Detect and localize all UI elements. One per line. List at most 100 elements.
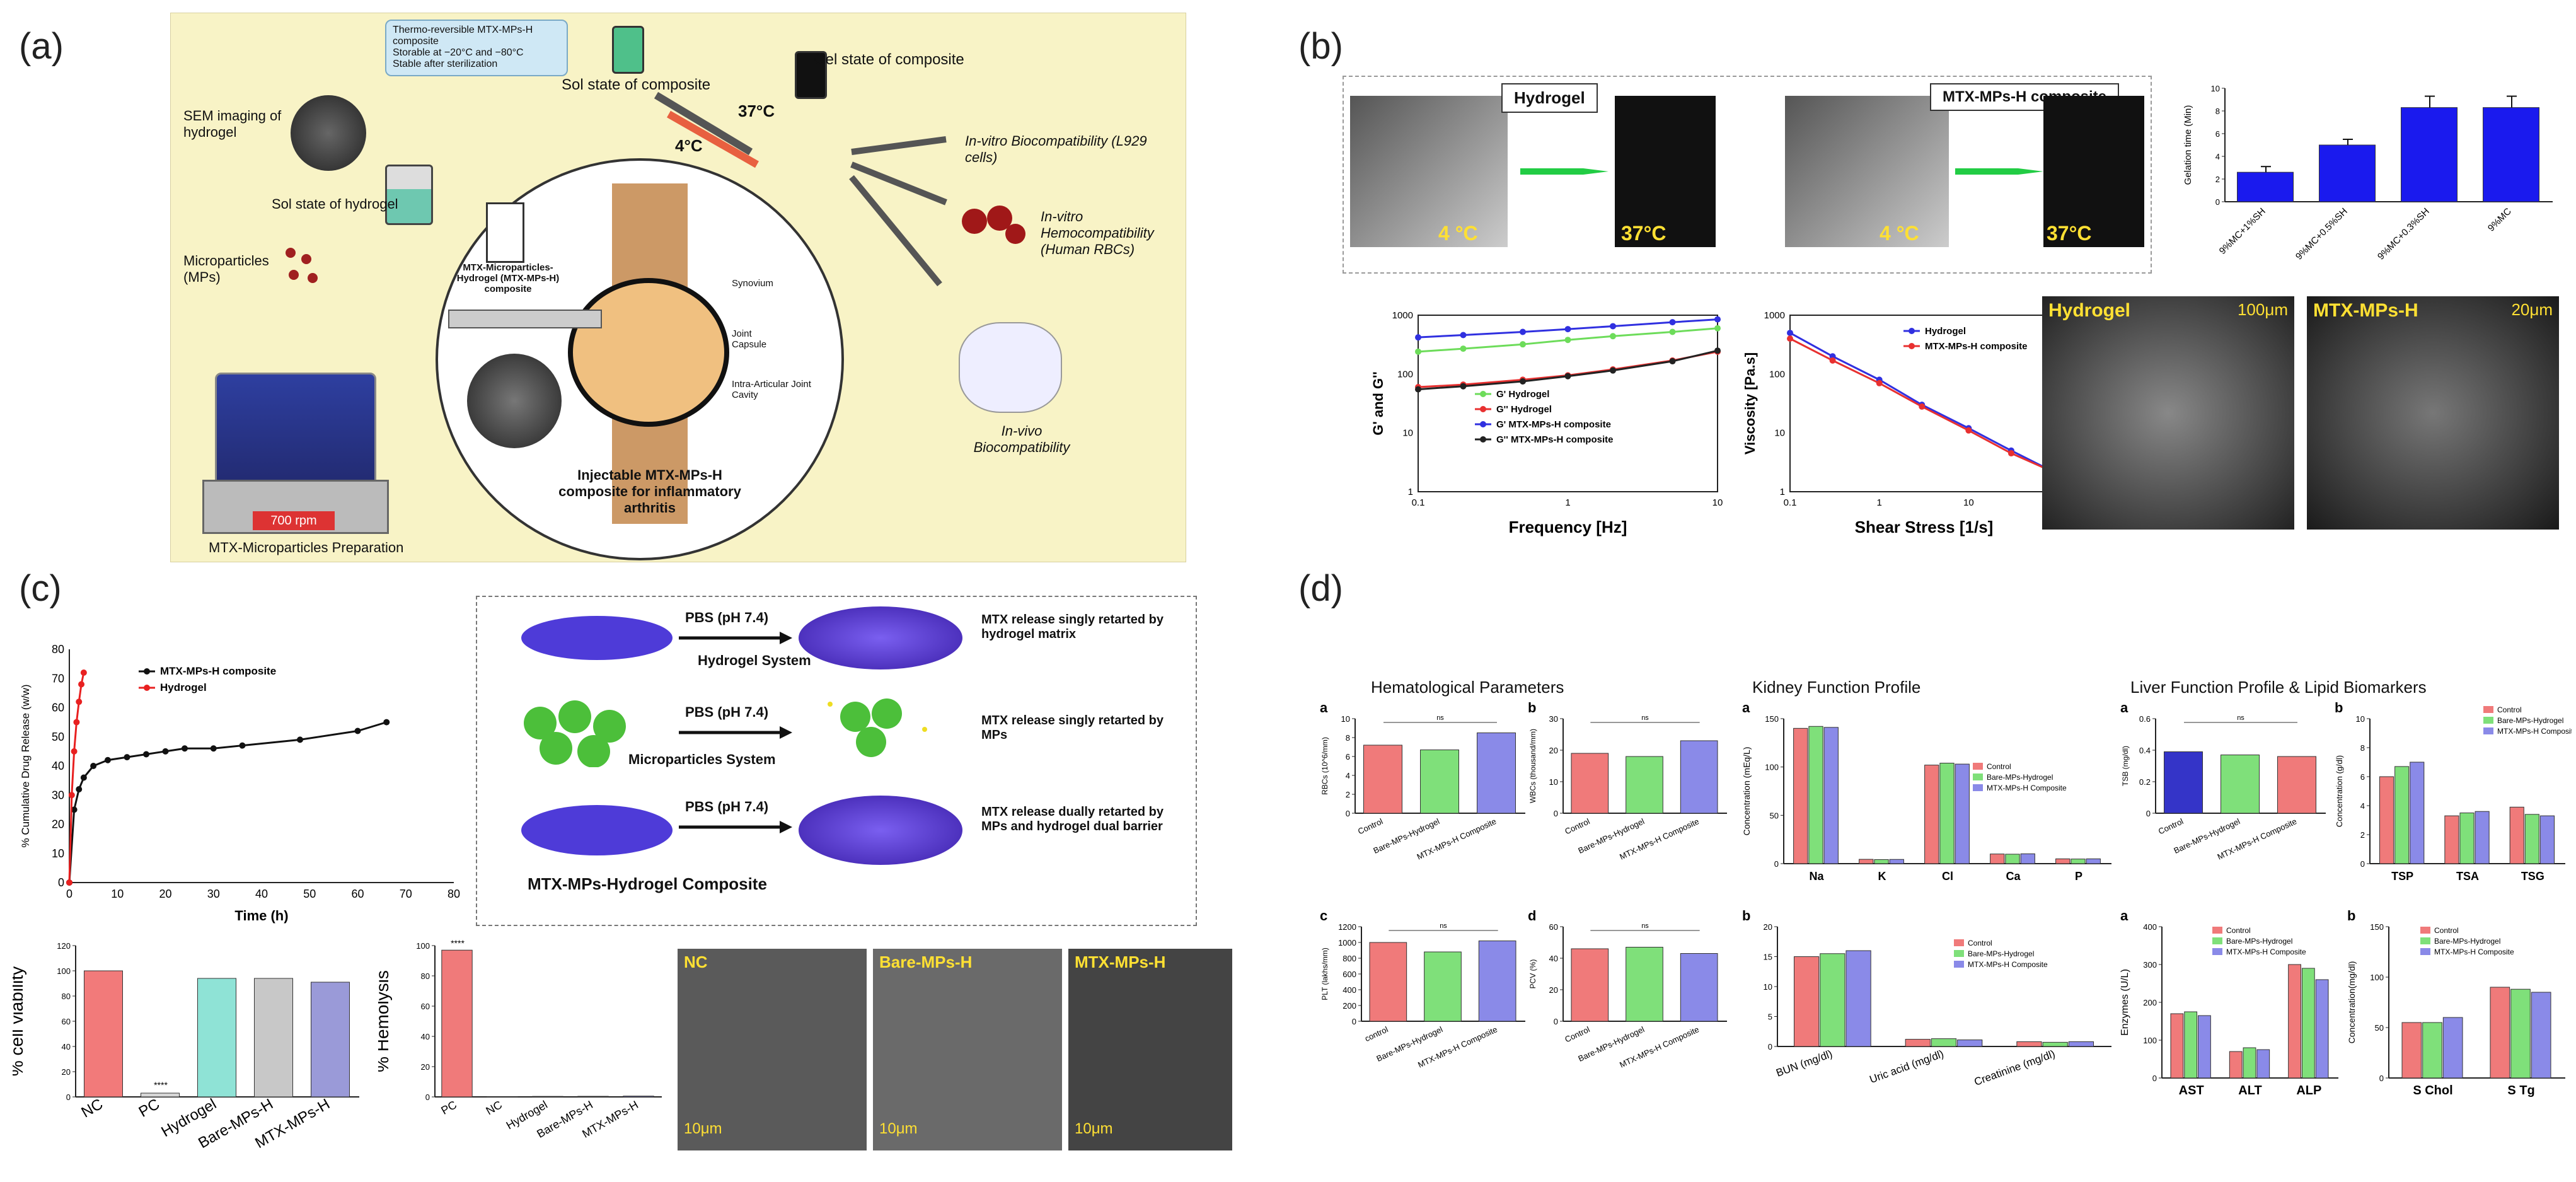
data-point [1669,328,1676,335]
bar [1794,956,1820,1047]
data-point [1669,358,1676,365]
panel-label-d: (d) [1298,568,1343,609]
y-tick-label: 20 [52,818,64,831]
sem-hydrogel-label: SEM imaging of hydrogel [183,108,282,140]
data-point [1609,333,1616,340]
y-tick-label: 0.4 [2139,746,2151,755]
hydrogel-system-label: Hydrogel System [698,652,811,668]
data-point [297,736,303,743]
arrow-3 [679,821,792,833]
y-tick-label: 30 [52,789,64,801]
composite-release-disc [799,796,962,865]
legend-label: Bare-MPs-Hydrogel [2434,937,2500,946]
bar [2243,1047,2256,1079]
legend-label: Hydrogel [1925,326,1966,337]
temp-4c-hydrogel: 4 °C [1438,222,1478,245]
y-tick-label: 0 [1774,859,1779,869]
y-tick-label: 4 [2360,801,2365,811]
vial-composite [486,202,524,263]
data-point [1564,337,1571,344]
bar [1477,733,1516,814]
mp-system-label: Microparticles System [628,751,776,767]
legend-label: G' Hydrogel [1496,389,1549,400]
y-tick-label: 15 [1764,953,1772,962]
panel-label-a: (a) [19,26,64,67]
x-tick-label: NC [483,1098,504,1117]
sub-label: a [2120,700,2128,716]
x-tick-label: 10 [111,888,124,900]
x-tick-label: Creatinine (mg/dl) [1973,1048,2057,1088]
y-tick-label: 50 [52,731,64,743]
sem-nc-scale: 10μm [684,1120,722,1137]
sem-composite-image-b: MTX-MPs-H 20μm [2307,296,2559,530]
vial-sol-hydrogel [385,165,433,225]
y-tick-label: 0 [66,1092,71,1102]
sub-label: a [1320,700,1328,716]
y-tick-label: 0 [1554,1017,1558,1026]
y-tick-label: 0 [2152,1074,2157,1083]
panel-label-c: (c) [19,568,62,609]
legend-swatch [1954,939,1964,946]
legend-marker [1480,421,1486,427]
bar [1424,951,1462,1022]
bar [2444,815,2459,864]
x-tick-label: 50 [303,888,316,900]
rpm-badge: 700 rpm [253,511,335,530]
x-tick-label: Na [1809,870,1824,883]
y-tick-label: 10 [1774,428,1785,439]
y-tick-label: 0.2 [2139,777,2151,787]
data-point [1520,341,1527,348]
sub-label: b [2347,908,2355,924]
y-axis-label: Concentration(mg/dl) [2347,961,2357,1044]
data-point [1965,427,1972,434]
sem-composite-tag: MTX-MPs-H [2313,300,2418,321]
x-tick-label: 9%MC+1%SH [2217,206,2268,257]
bar [84,970,123,1098]
y-axis-label: WBCs (thousand/mm) [1528,729,1537,803]
x-tick-label: 30 [207,888,220,900]
legend-label: Hydrogel [160,681,207,693]
ns-label: ns [1641,922,1649,930]
y-tick-label: 80 [421,971,430,981]
sol-hydrogel-label: Sol state of hydrogel [272,196,398,212]
data-point [354,727,361,734]
x-tick-label: 9%MC [2486,206,2514,234]
legend-swatch [1973,784,1983,791]
bar [2229,1051,2243,1079]
gel-composite-label: Gel state of composite [814,51,964,68]
bar [1571,753,1609,814]
legend-label: Control [2226,926,2251,935]
legend-marker [1480,391,1486,397]
bar [2490,987,2510,1079]
data-point [1520,378,1527,385]
data-point [80,774,87,781]
y-tick-label: 6 [1346,752,1350,762]
sub-label: c [1320,908,1327,924]
microparticle-dots [286,248,318,283]
bar [2539,815,2555,864]
y-tick-label: 40 [62,1042,71,1052]
y-tick-label: 100 [1769,369,1785,380]
ns-label: ns [1641,714,1649,722]
mtx-mps-h-label: MTX-Microparticles-Hydrogel (MTX-MPs-H) … [456,262,560,294]
y-tick-label: 400 [1343,985,1356,995]
x-tick-label: 10 [1963,497,1974,508]
bar [2055,858,2071,864]
legend-label: Control [2497,705,2522,714]
y-tick-label: 8 [2215,107,2220,116]
bar [2410,762,2425,864]
composite-disc [521,805,673,855]
data-point [182,745,188,752]
sem-mtx-scale: 10μm [1075,1120,1113,1137]
data-point [1829,357,1836,364]
microparticle-cluster [524,700,626,767]
thermo-line-2: Storable at −20°C and −80°C [393,47,524,58]
legend-label: Bare-MPs-Hydrogel [1987,773,2053,782]
y-tick-label: 20 [1549,985,1558,995]
y-tick-label: 50 [1770,811,1779,820]
beaker-image [215,373,376,490]
